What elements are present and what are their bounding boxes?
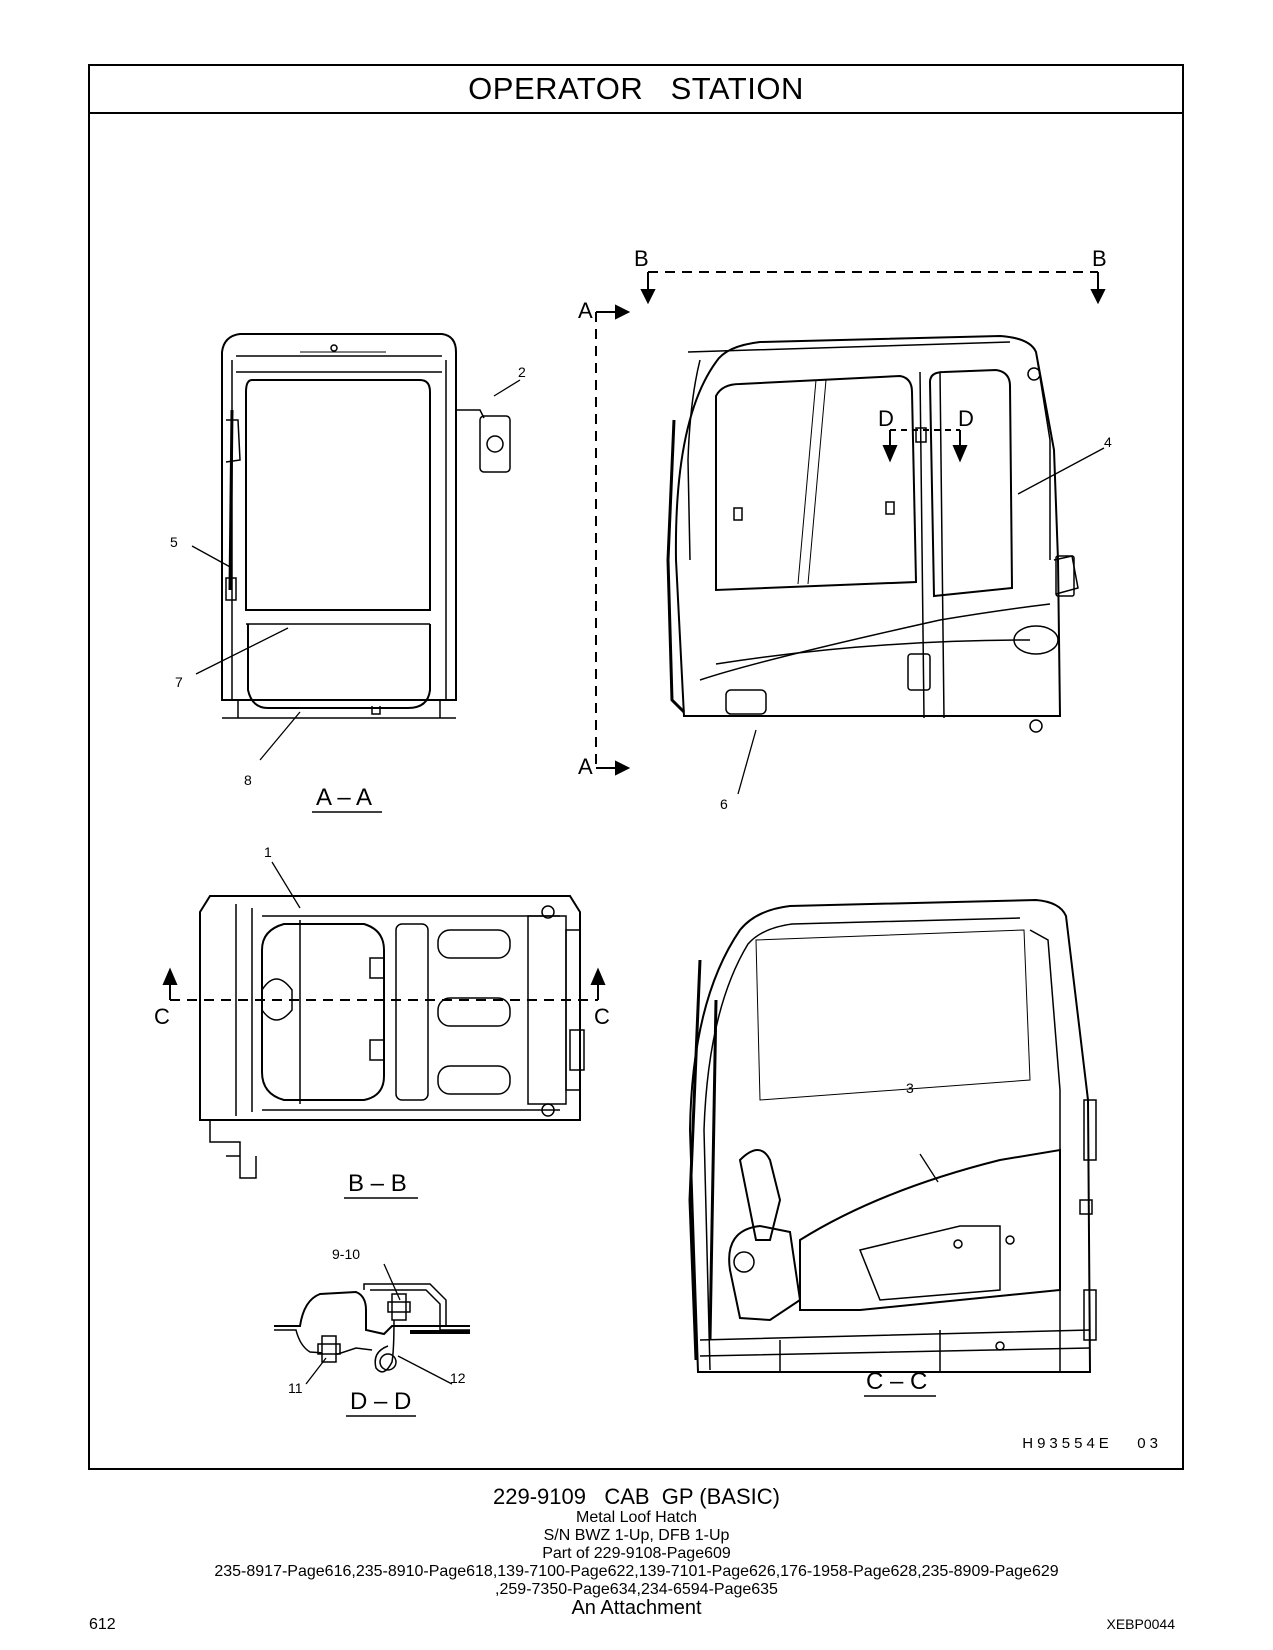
callout-5: 5: [170, 534, 178, 550]
page-title: OPERATOR STATION: [468, 71, 804, 106]
drawing-frame: OPERATOR STATION H93554E 03: [88, 64, 1184, 1470]
section-marker-a-bottom: A: [578, 754, 593, 779]
view-label-aa: A – A: [316, 784, 373, 811]
side-view-drawing: [666, 334, 1079, 733]
callout-12: 12: [450, 1370, 466, 1386]
leader-lines: [191, 379, 1105, 1385]
callout-4: 4: [1104, 434, 1112, 450]
callout-2: 2: [518, 364, 526, 380]
callout-8: 8: [244, 772, 252, 788]
view-label-underlines: [312, 811, 936, 1417]
section-marker-b-right: B: [1092, 246, 1107, 271]
section-marker-c-left: C: [154, 1004, 170, 1029]
view-label-cc: C – C: [866, 1368, 928, 1395]
view-label-bb: B – B: [348, 1170, 407, 1197]
caption-line-5: ,259-7350-Page634,234-6594-Page635: [495, 1581, 778, 1598]
callout-6: 6: [720, 796, 728, 812]
drawing-number: H93554E 03: [1022, 1435, 1162, 1452]
callout-1: 1: [264, 844, 272, 860]
callout-9-10: 9-10: [332, 1246, 361, 1262]
page-number: 612: [89, 1616, 116, 1633]
view-cc-drawing: [688, 898, 1097, 1373]
view-bb-drawing: [199, 895, 585, 1179]
caption-line-2: S/N BWZ 1-Up, DFB 1-Up: [543, 1527, 730, 1544]
section-marker-b-left: B: [634, 246, 649, 271]
view-label-dd: D – D: [350, 1388, 412, 1415]
callout-11: 11: [288, 1380, 303, 1396]
section-marker-a-top: A: [578, 298, 593, 323]
document-id: XEBP0044: [1106, 1616, 1176, 1632]
caption-line-3: Part of 229-9108-Page609: [542, 1545, 731, 1562]
caption-line-4: 235-8917-Page616,235-8910-Page618,139-71…: [214, 1563, 1059, 1580]
caption-title: 229-9109 CAB GP (BASIC): [493, 1484, 780, 1509]
title-bar: OPERATOR STATION: [90, 66, 1182, 114]
section-marker-c-right: C: [594, 1004, 610, 1029]
caption-line-6: An Attachment: [571, 1597, 702, 1619]
callout-3: 3: [906, 1080, 914, 1096]
caption-line-1: Metal Loof Hatch: [576, 1509, 697, 1526]
view-dd-drawing: [274, 1283, 470, 1373]
view-aa-drawing: [221, 333, 511, 719]
callout-7: 7: [175, 674, 183, 690]
section-lines: [162, 271, 1106, 1001]
section-marker-d-left: D: [878, 406, 894, 431]
section-marker-d-right: D: [958, 406, 974, 431]
